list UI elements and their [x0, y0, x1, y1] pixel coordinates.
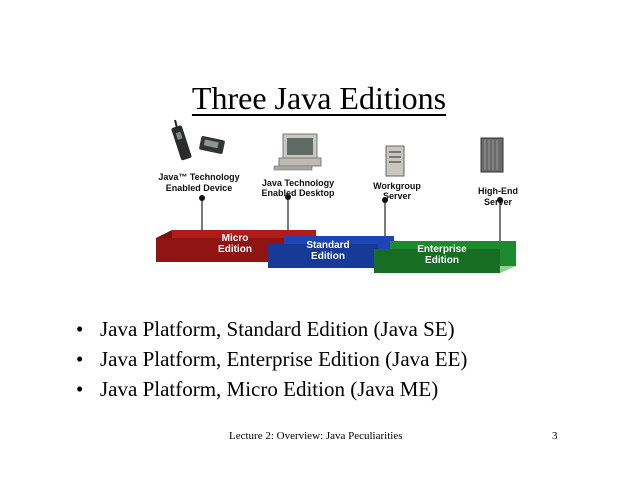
bullet-text: Java Platform, Standard Edition (Java SE…	[100, 317, 455, 341]
slide-title: Three Java Editions	[0, 78, 638, 118]
list-item: • Java Platform, Micro Edition (Java ME)	[76, 374, 467, 404]
desktop-computer-icon	[273, 133, 322, 171]
workgroup-server-icon	[385, 145, 405, 177]
bullet-dot: •	[76, 317, 84, 341]
bullet-text: Java Platform, Micro Edition (Java ME)	[100, 377, 439, 401]
enterprise-edition-label-line2: Edition	[425, 255, 459, 266]
bullet-list: • Java Platform, Standard Edition (Java S…	[76, 314, 467, 404]
enterprise-edition-label-line1: Enterprise	[417, 244, 467, 255]
device-label-2-line2: Enabled Desktop	[261, 188, 335, 198]
list-item: • Java Platform, Enterprise Edition (Java…	[76, 344, 467, 374]
pager-icon	[199, 136, 225, 154]
enterprise-edition-band	[374, 241, 516, 273]
device-label-1-line2: Enabled Device	[166, 183, 233, 193]
list-item: • Java Platform, Standard Edition (Java S…	[76, 314, 467, 344]
device-label-4-line2: Server	[484, 197, 513, 207]
standard-edition-band	[268, 236, 394, 268]
slide-title-text: Three Java Editions	[191, 80, 447, 116]
java-editions-diagram: Java™ Technology Enabled Device Java Tec…	[150, 118, 520, 284]
device-label-3-line2: Server	[383, 191, 412, 201]
high-end-server-icon	[480, 137, 504, 173]
standard-edition-label-line1: Standard	[306, 240, 349, 251]
page-number: 3	[552, 430, 558, 442]
micro-edition-label-line2: Edition	[218, 244, 252, 255]
device-label-4-line1: High-End	[478, 186, 518, 196]
device-label-3-line1: Workgroup	[373, 181, 421, 191]
bullet-text: Java Platform, Enterprise Edition (Java …	[100, 347, 468, 371]
device-label-1-line1: Java™ Technology	[158, 172, 239, 182]
bullet-dot: •	[76, 347, 84, 371]
connector-dots	[199, 194, 503, 203]
bullet-dot: •	[76, 377, 84, 401]
mobile-phone-icon	[171, 119, 192, 161]
slide-footer: Lecture 2: Overview: Java Peculiarities	[229, 430, 403, 442]
device-label-2-line1: Java Technology	[262, 178, 334, 188]
standard-edition-label-line2: Edition	[311, 251, 345, 262]
micro-edition-label-line1: Micro	[222, 233, 249, 244]
